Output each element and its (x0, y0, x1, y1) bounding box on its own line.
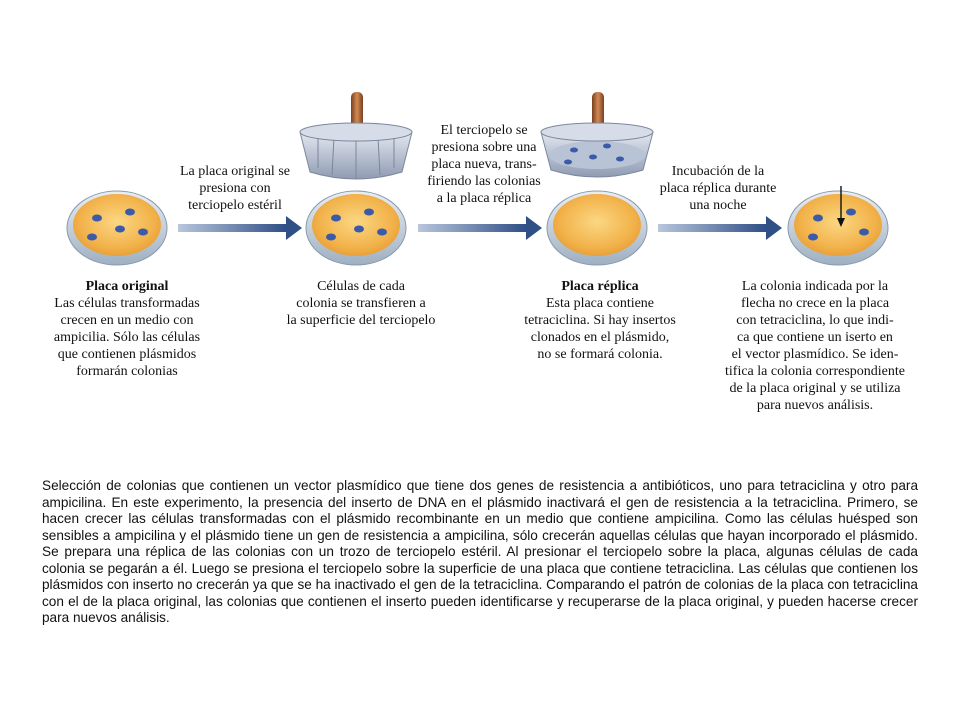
original-plate (66, 190, 168, 266)
colony (808, 233, 818, 241)
velvet-contact-plate (305, 190, 407, 266)
colony (92, 214, 102, 222)
step-press-new-label: El terciopelo se presiona sobre una plac… (427, 123, 541, 206)
replica-plating-diagram (66, 92, 889, 266)
arrow-3 (658, 216, 782, 240)
colony (326, 233, 336, 241)
colony (589, 154, 597, 160)
step-press-original-label: La placa original se presiona con tercio… (179, 164, 290, 213)
colony (138, 228, 148, 236)
arrow-2 (418, 216, 542, 240)
colony (603, 143, 611, 149)
colony (570, 147, 578, 153)
velvet-stamp-1 (299, 92, 413, 180)
colony (115, 225, 125, 233)
colony (125, 208, 135, 216)
replica-plate (546, 190, 648, 266)
replica-plate-description: Placa réplica Esta placa contiene tetrac… (520, 278, 680, 363)
colony (331, 214, 341, 222)
indicator-arrow (837, 186, 845, 227)
colony (354, 225, 364, 233)
colony (564, 159, 572, 165)
arrow-1 (178, 216, 302, 240)
velvet-stamp-2 (540, 92, 654, 178)
colony (859, 228, 869, 236)
colony (616, 156, 624, 162)
final-plate-description: La colonia indicada por la flecha no cre… (725, 279, 905, 413)
colony (87, 233, 97, 241)
colony (377, 228, 387, 236)
step-incubation-label: Incubación de la placa réplica durante u… (659, 164, 777, 213)
incubated-replica-plate (787, 186, 889, 266)
figure-caption: Selección de colonias que contienen un v… (42, 478, 918, 625)
original-plate-title: Placa original (85, 279, 169, 294)
replica-plate-title: Placa réplica (561, 279, 639, 294)
original-plate-description: Placa original Las células transformadas… (53, 279, 201, 379)
colony (846, 208, 856, 216)
colony (813, 214, 823, 222)
velvet-description: Células de cada colonia se transfieren a… (286, 279, 436, 328)
colony (364, 208, 374, 216)
